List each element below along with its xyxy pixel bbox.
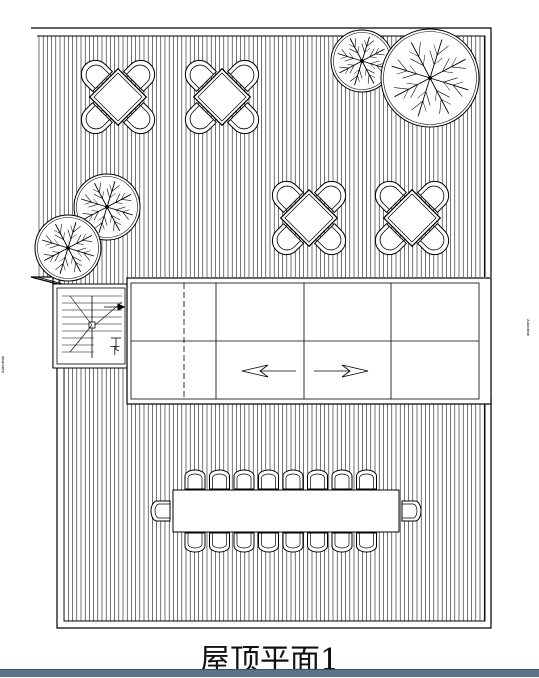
cafe-chair bbox=[184, 59, 218, 93]
chair bbox=[233, 469, 255, 490]
chair bbox=[307, 532, 328, 553]
cafe-table-group bbox=[80, 59, 450, 256]
cafe-table bbox=[271, 180, 347, 256]
cafe-chair bbox=[122, 101, 156, 135]
cafe-chair bbox=[374, 222, 408, 256]
chair bbox=[282, 469, 304, 490]
chair bbox=[233, 532, 255, 553]
cafe-chair bbox=[271, 222, 305, 256]
bottom-bar bbox=[0, 669, 539, 677]
chair bbox=[401, 500, 422, 522]
cafe-chair bbox=[80, 101, 114, 135]
cafe-table bbox=[374, 180, 450, 256]
cafe-table bbox=[184, 59, 260, 135]
chair bbox=[209, 469, 230, 490]
cafe-chair bbox=[226, 59, 260, 93]
cafe-chair bbox=[313, 222, 347, 256]
tree-icon bbox=[34, 214, 102, 282]
watermark-left: Autodesk bbox=[0, 356, 5, 373]
stair-label: 下 bbox=[110, 346, 120, 357]
tree-group bbox=[34, 28, 480, 282]
chair bbox=[307, 469, 328, 490]
cafe-chair bbox=[313, 180, 347, 214]
watermark-right: Autodesk bbox=[525, 319, 531, 336]
arrow-left-icon bbox=[241, 364, 296, 378]
cafe-chair bbox=[416, 222, 450, 256]
cafe-chair bbox=[80, 59, 114, 93]
cafe-chair bbox=[271, 180, 305, 214]
chair bbox=[258, 469, 279, 490]
cafe-chair bbox=[184, 101, 218, 135]
long-table bbox=[172, 489, 400, 533]
cafe-chair bbox=[416, 180, 450, 214]
long-table-set bbox=[150, 469, 422, 553]
chair bbox=[282, 532, 304, 553]
tree-icon bbox=[380, 28, 480, 128]
chair bbox=[356, 469, 377, 490]
cafe-chair bbox=[122, 59, 156, 93]
chair bbox=[209, 532, 230, 553]
chair bbox=[331, 469, 353, 490]
cafe-chair bbox=[226, 101, 260, 135]
chair bbox=[331, 532, 353, 553]
chair bbox=[258, 532, 279, 553]
stair-well bbox=[52, 283, 130, 369]
arrow-right-icon bbox=[314, 364, 369, 378]
tree-icon bbox=[330, 29, 394, 93]
chair bbox=[184, 532, 206, 553]
cafe-table bbox=[80, 59, 156, 135]
chair bbox=[356, 532, 377, 553]
cafe-chair bbox=[374, 180, 408, 214]
chair bbox=[184, 469, 206, 490]
chair bbox=[150, 500, 171, 522]
skylight bbox=[126, 277, 492, 405]
